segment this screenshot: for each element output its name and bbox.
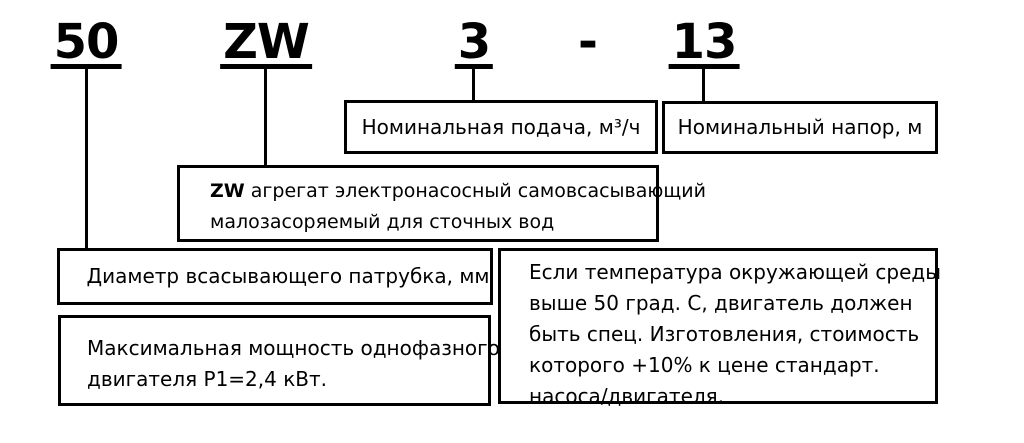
max-power-line-1: Максимальная мощность однофазного xyxy=(87,336,500,360)
code-part-flow: 3 xyxy=(454,18,494,69)
series-code: ZW xyxy=(210,180,245,202)
callout-box-series-description: ZW агрегат электронасосный самовсасывающ… xyxy=(177,165,706,242)
max-power-line-2: двигателя Р1=2,4 кВт. xyxy=(87,367,328,391)
temperature-note-line-3: быть спец. Изготовления, стоимость xyxy=(529,322,920,346)
callout-box-suction-diameter: Диаметр всасывающего патрубка, мм xyxy=(57,248,493,305)
callout-box-ambient-temperature-note: Если температура окружающей среды выше 5… xyxy=(498,248,942,408)
code-part-series: ZW xyxy=(220,18,312,69)
callout-box-nominal-flow: Номинальная подача, м³/ч xyxy=(344,100,658,154)
temperature-note-line-5: насоса/двигателя. xyxy=(529,384,725,408)
code-part-head: 13 xyxy=(668,18,740,69)
temperature-note-line-1: Если температура окружающей среды xyxy=(529,260,942,284)
series-description-line-2: малозасоряемый для сточных вод xyxy=(210,211,555,233)
suction-diameter-label: Диаметр всасывающего патрубка, мм xyxy=(86,264,490,288)
connector-line-flow xyxy=(472,66,475,103)
code-part-suction-diameter: 50 xyxy=(50,18,122,69)
code-separator-dash: - xyxy=(578,14,598,70)
connector-line-head xyxy=(702,66,705,104)
callout-box-max-power: Максимальная мощность однофазного двигат… xyxy=(58,315,500,406)
temperature-note-line-4: которого +10% к цене стандарт. xyxy=(529,353,880,377)
series-description-text: агрегат электронасосный самовсасывающий xyxy=(244,180,706,202)
nominal-head-label: Номинальный напор, м xyxy=(677,115,923,139)
series-description-line-1: ZW агрегат электронасосный самовсасывающ… xyxy=(210,176,706,207)
callout-box-nominal-head: Номинальный напор, м xyxy=(662,101,938,154)
connector-line-series xyxy=(264,66,267,168)
temperature-note-line-2: выше 50 град. С, двигатель должен xyxy=(529,291,913,315)
nominal-flow-label: Номинальная подача, м³/ч xyxy=(361,114,641,139)
connector-line-diameter xyxy=(85,66,88,250)
